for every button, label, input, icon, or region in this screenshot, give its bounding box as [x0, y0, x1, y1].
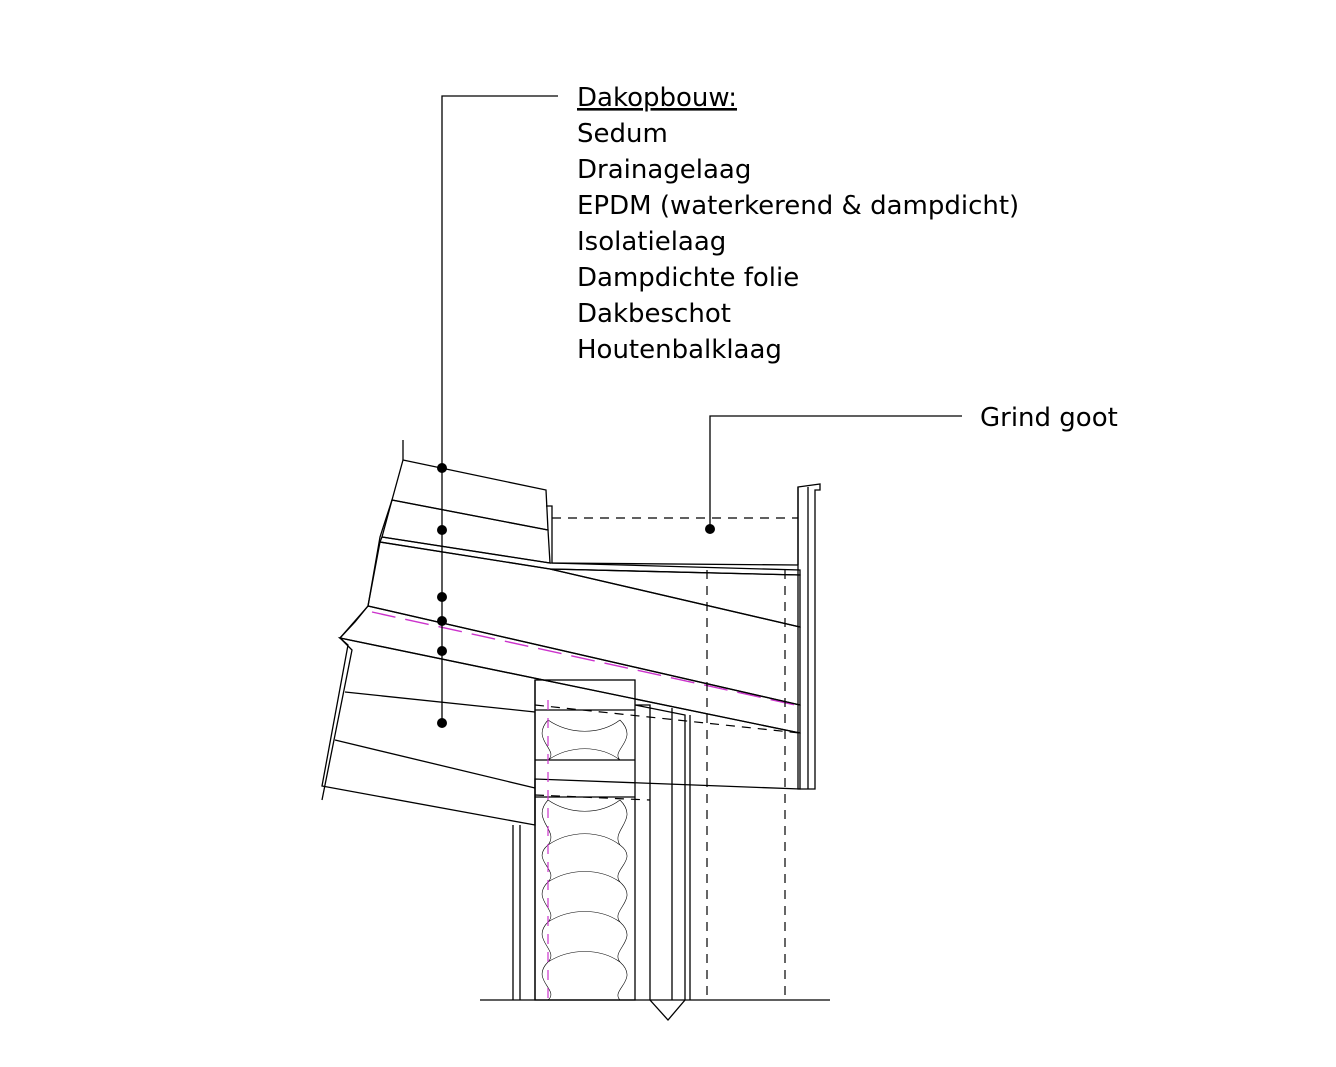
roof-deck-layer: [338, 605, 801, 734]
gravel-gutter: [546, 483, 821, 790]
timber-joist-grain: [334, 691, 536, 789]
wall-hidden-lines: [706, 570, 786, 1000]
gutter-leader: [705, 415, 962, 534]
roof-layer-label: Isolatielaag: [577, 227, 726, 257]
roof-layer-label: Dakbeschot: [577, 299, 731, 329]
gutter-upstand-left: [546, 505, 553, 563]
roof-buildup-leader: [437, 95, 558, 728]
wall-top-joint: [534, 794, 651, 801]
leader-dot-insulation: [437, 592, 447, 602]
gutter-leader-line: [709, 415, 962, 528]
roof-layer-label: Dampdichte folie: [577, 263, 799, 293]
roof-buildup-leader-line: [441, 95, 558, 723]
roof-layer-label: EPDM (waterkerend & dampdicht): [577, 191, 1019, 221]
roof-layer-label: Drainagelaag: [577, 155, 751, 185]
roof-buildup-heading: Dakopbouw:: [577, 83, 737, 113]
vapour-barrier-line: [371, 611, 801, 707]
break-line-roof: [321, 440, 404, 801]
leader-dot-drainage: [437, 525, 447, 535]
wall-timber-stud: [634, 704, 686, 1021]
drainage-layer: [381, 499, 551, 564]
wall-batt-dividers: [535, 709, 635, 798]
epdm-membrane: [379, 536, 801, 576]
wall-section: [480, 570, 830, 1021]
wall-insulation-waves: [541, 719, 628, 1001]
wall-outer-lines: [512, 680, 536, 1000]
leader-dot-sedum: [437, 463, 447, 473]
gutter-bottom: [551, 562, 799, 566]
roof-buildup-label: Dakopbouw: Sedum Drainagelaag EPDM (wate…: [577, 83, 1019, 365]
roof-layer-label: Houtenbalklaag: [577, 335, 782, 365]
gutter-label: Grind goot: [980, 403, 1118, 433]
fascia-board: [797, 483, 821, 790]
roof-section: [321, 440, 801, 826]
sedum-layer: [391, 459, 549, 531]
hidden-line-deck: [534, 704, 801, 734]
gutter-edge-trim: [797, 487, 809, 789]
wall-cavity-lines: [671, 708, 691, 1000]
leader-dot-vapour-barrier: [437, 616, 447, 626]
leader-dot-joist: [437, 718, 447, 728]
gutter-support-block: [549, 568, 801, 628]
roof-layer-label: Sedum: [577, 119, 668, 149]
leader-dot-gutter: [705, 524, 715, 534]
leader-dot-deck: [437, 646, 447, 656]
